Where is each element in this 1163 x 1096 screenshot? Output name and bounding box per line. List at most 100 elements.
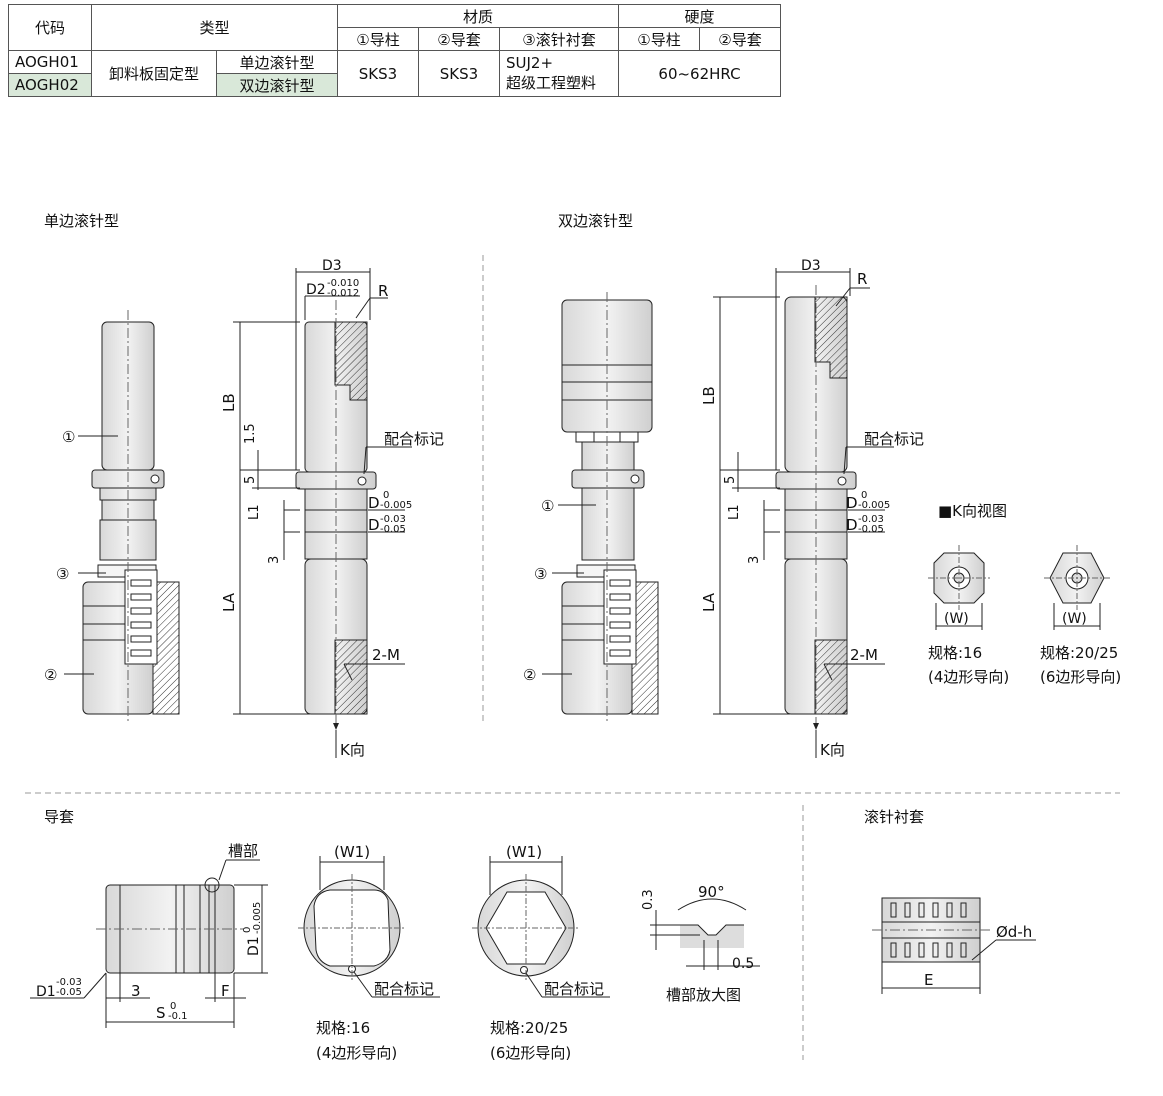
dim-R-single: R: [378, 282, 388, 300]
bush-size2025: 规格:20/25: [490, 1019, 568, 1037]
k-dir-double: K向: [820, 741, 845, 759]
header-code: 代码: [8, 4, 92, 51]
groove-05: 0.5: [732, 956, 754, 972]
dim-D1-upper-right: 0: [242, 927, 253, 933]
spec-table: 代码 类型 材质 硬度 ①导柱 ②导套 ③滚针衬套 ①导柱 ②导套 AOGH01…: [8, 4, 781, 97]
header-hard-post: ①导柱: [618, 27, 700, 51]
k-view-size2025-sub: (6边形导向): [1040, 668, 1121, 686]
guide-bush-end-square: [298, 856, 440, 998]
dim-D1b-upper: -0.03: [56, 977, 82, 988]
bush-size16-sub: (4边形导向): [316, 1044, 397, 1062]
dim-D3-single: D3: [322, 258, 342, 274]
header-type: 类型: [91, 4, 338, 51]
k-view-size2025: 规格:20/25: [1040, 644, 1118, 662]
groove-label: 槽部: [228, 842, 258, 860]
callout-c2-double: ②: [523, 666, 536, 684]
dim-Db-lower-double: -0.05: [858, 524, 884, 535]
dim-3-double: 3: [747, 556, 762, 564]
dim-D2-lower-single: -0.012: [327, 288, 359, 299]
k-view-W-square: (W): [944, 611, 969, 627]
dim-LA-double: LA: [700, 592, 718, 612]
dim-3-bush: 3: [131, 982, 141, 1000]
roller-cage-drawing: [872, 897, 1036, 994]
groove-zoom: [650, 898, 760, 970]
dim-L1-double: L1: [727, 504, 742, 520]
mat-cage: SUJ2+ 超级工程塑料: [499, 50, 619, 97]
dim-Db-upper-single: -0.03: [380, 514, 406, 525]
title-double: 双边滚针型: [558, 212, 633, 230]
mat-cage-line2: 超级工程塑料: [506, 74, 597, 92]
dim-2M-single: 2-M: [372, 646, 400, 664]
double-assembly: [561, 292, 659, 722]
dim-15-single: 1.5: [243, 423, 258, 444]
row-subtype-2: 双边滚针型: [216, 73, 338, 97]
k-view-W-hex: (W): [1062, 611, 1087, 627]
dim-Da-double: D: [846, 494, 858, 512]
roller-od: Ød-h: [996, 923, 1032, 941]
title-guide-bush: 导套: [44, 808, 74, 826]
dim-Da-lower-single: -0.005: [380, 500, 412, 511]
dim-Db-lower-single: -0.05: [380, 524, 406, 535]
callout-c1-double: ①: [541, 497, 554, 515]
double-section: [775, 285, 857, 725]
dim-S: S: [156, 1004, 166, 1022]
dim-D2-single: D2: [306, 282, 326, 298]
dim-2M-double: 2-M: [850, 646, 878, 664]
mat-cage-line1: SUJ2+: [506, 54, 554, 72]
dim-W1-hex: (W1): [506, 843, 542, 861]
dim-Da-upper-double: 0: [861, 490, 867, 501]
dim-LB-double: LB: [700, 386, 718, 405]
fit-mark-bush-square: 配合标记: [374, 980, 434, 998]
dims-single: [233, 268, 412, 758]
dims-double: [713, 268, 894, 758]
dim-LB-single: LB: [220, 393, 238, 412]
dim-W1-square: (W1): [334, 843, 370, 861]
k-view-square: [928, 545, 990, 630]
dim-S-upper: 0: [170, 1001, 176, 1012]
dim-Db-single: D: [368, 516, 380, 534]
header-roller-cage: ③滚针衬套: [499, 27, 619, 51]
dim-3-single: 3: [267, 556, 282, 564]
hardness-value: 60~62HRC: [618, 50, 781, 97]
k-view-size16-sub: (4边形导向): [928, 668, 1009, 686]
groove-03: 0.3: [641, 889, 656, 910]
k-view-size16: 规格:16: [928, 644, 982, 662]
dim-Db-upper-double: -0.03: [858, 514, 884, 525]
callout-c3-double: ③: [534, 565, 547, 583]
bush-size2025-sub: (6边形导向): [490, 1044, 571, 1062]
dim-LA-single: LA: [220, 592, 238, 612]
dim-L1-single: L1: [247, 504, 262, 520]
dim-5-single: 5: [243, 476, 258, 484]
groove-angle: 90°: [698, 883, 725, 901]
callout-c2-single: ②: [44, 666, 57, 684]
dim-F: F: [221, 982, 230, 1000]
roller-E: E: [924, 971, 933, 989]
title-roller-cage: 滚针衬套: [864, 808, 924, 826]
dim-Da-lower-double: -0.005: [858, 500, 890, 511]
guide-bush-side: [30, 859, 268, 1028]
dim-S-lower: -0.1: [168, 1011, 188, 1022]
header-hard-bush: ②导套: [699, 27, 781, 51]
dim-Da-single: D: [368, 494, 380, 512]
dim-D1b-lower: -0.05: [56, 987, 82, 998]
groove-zoom-label: 槽部放大图: [666, 986, 741, 1004]
dim-Da-upper-single: 0: [383, 490, 389, 501]
fit-mark-bush-hex: 配合标记: [544, 980, 604, 998]
callout-c1-single: ①: [62, 428, 75, 446]
row-code-2: AOGH02: [8, 73, 92, 97]
dim-D2-upper-single: -0.010: [327, 278, 359, 289]
single-assembly: [82, 310, 180, 722]
row-subtype-1: 单边滚针型: [216, 50, 338, 74]
callout-c3-single: ③: [56, 565, 69, 583]
fit-mark-single: 配合标记: [384, 430, 444, 448]
dim-5-double: 5: [723, 476, 738, 484]
dim-D1-left: D1: [36, 984, 56, 1000]
k-dir-single: K向: [340, 741, 365, 759]
header-hardness: 硬度: [618, 4, 781, 28]
dim-R-double: R: [857, 270, 867, 288]
dim-Db-double: D: [846, 516, 858, 534]
bush-size16: 规格:16: [316, 1019, 370, 1037]
single-section: [295, 300, 377, 725]
type-group: 卸料板固定型: [91, 50, 217, 97]
